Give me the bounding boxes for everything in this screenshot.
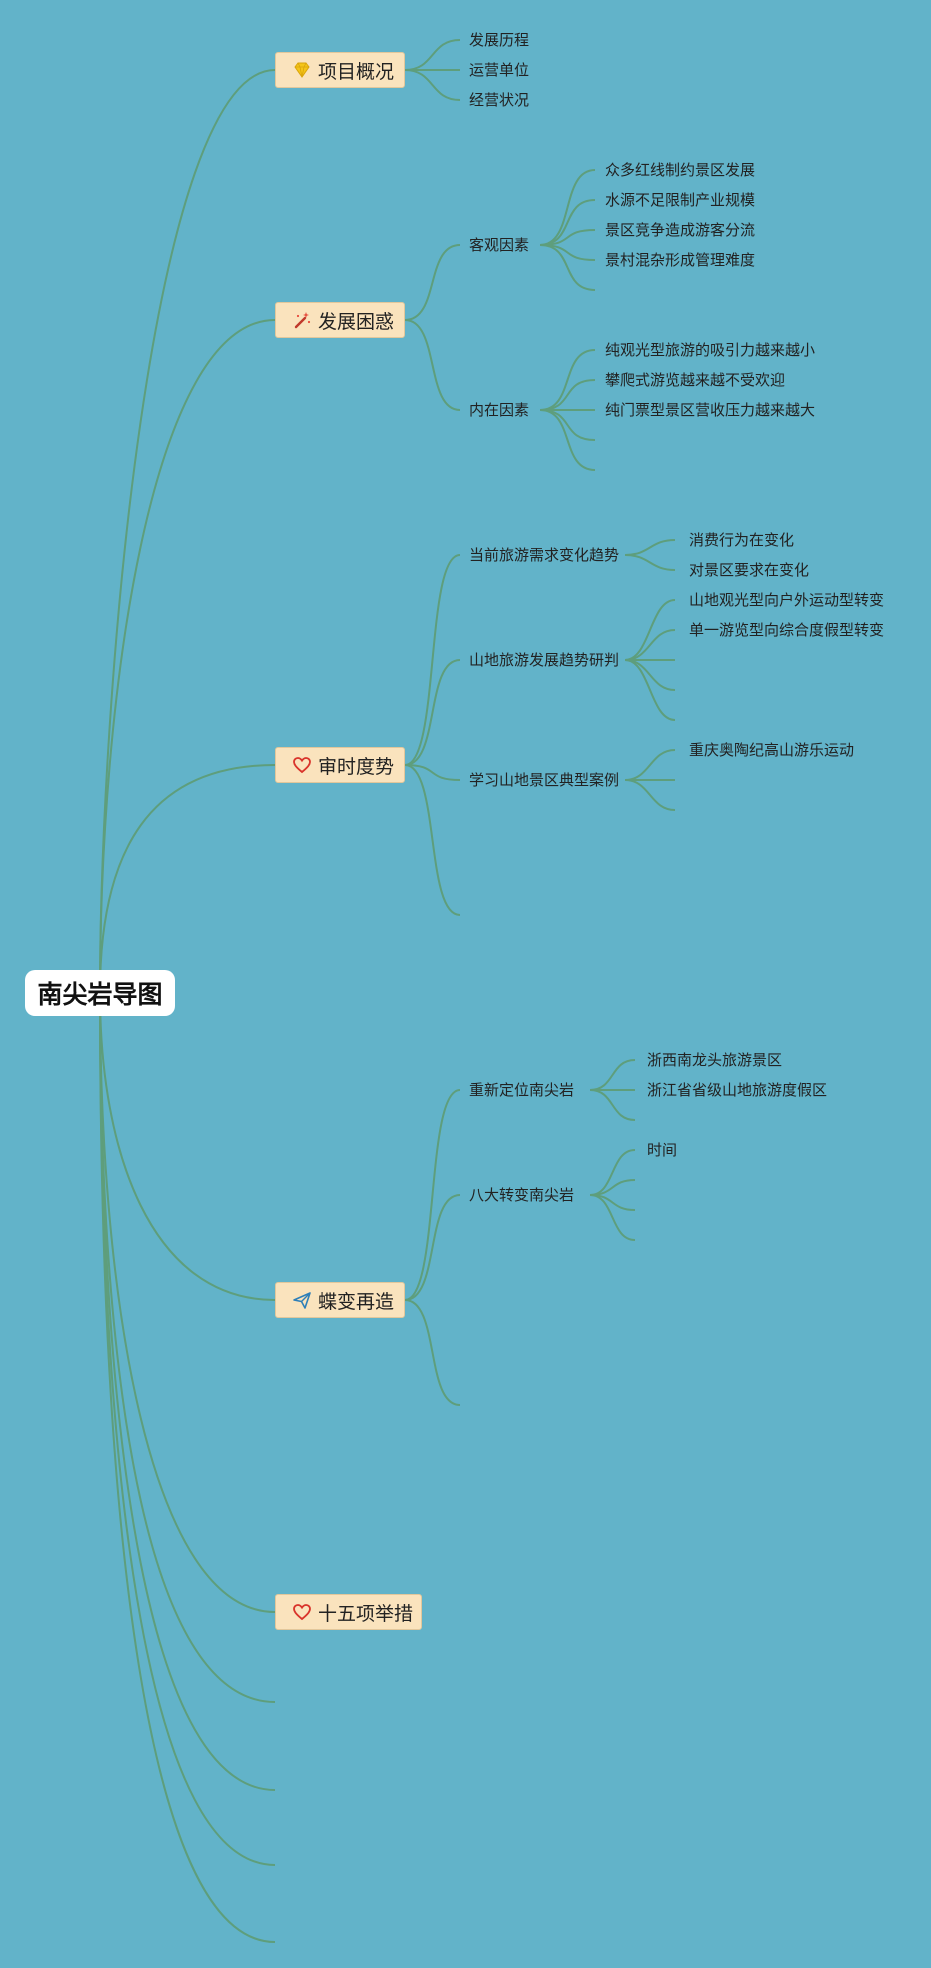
heart-icon — [292, 1602, 312, 1622]
link-b3-g2-extra3 — [624, 659, 676, 721]
link-root-b3 — [99, 764, 276, 994]
leaf-node[interactable]: 众多红线制约景区发展 — [605, 161, 756, 179]
group-node[interactable]: 客观因素 — [469, 236, 530, 254]
group-node[interactable]: 学习山地景区典型案例 — [469, 771, 620, 789]
link-b2-g2 — [404, 319, 461, 411]
link-b3-g2-c1 — [624, 599, 676, 661]
leaf-node[interactable]: 水源不足限制产业规模 — [605, 191, 756, 209]
branch-node-overview[interactable]: 项目概况 — [275, 52, 405, 88]
link-root-b5 — [99, 992, 276, 1613]
link-b4-g1-c1 — [589, 1059, 636, 1091]
leaf-node[interactable]: 山地观光型向户外运动型转变 — [689, 591, 885, 609]
group-node[interactable]: 内在因素 — [469, 401, 530, 419]
group-node[interactable]: 当前旅游需求变化趋势 — [469, 546, 620, 564]
leaf-node[interactable]: 消费行为在变化 — [689, 531, 795, 549]
root-node[interactable]: 南尖岩导图 — [25, 970, 175, 1016]
leaf-node[interactable]: 浙西南龙头旅游景区 — [647, 1051, 783, 1069]
leaf-node[interactable]: 重庆奥陶纪高山游乐运动 — [689, 741, 855, 759]
leaf-node[interactable]: 攀爬式游览越来越不受欢迎 — [605, 371, 786, 389]
link-b2-g2-extra1 — [539, 409, 596, 441]
link-b2-g2-c2 — [539, 379, 596, 411]
link-b4-extra — [404, 1299, 461, 1406]
link-b2-g1-extra — [539, 244, 596, 291]
branch-node-trends[interactable]: 审时度势 — [275, 747, 405, 783]
link-b3-g2-extra2 — [624, 659, 676, 691]
link-b3-g1-c2 — [624, 554, 676, 571]
link-b2-g1 — [404, 244, 461, 321]
heart-icon — [292, 755, 312, 775]
leaf-node[interactable]: 景区竞争造成游客分流 — [605, 221, 756, 239]
link-b3-g3-extra2 — [624, 779, 676, 811]
link-b1-c1 — [404, 39, 461, 71]
link-b2-g2-c1 — [539, 349, 596, 411]
branch-node-confusion[interactable]: 发展困惑 — [275, 302, 405, 338]
link-b2-g1-c2 — [539, 199, 596, 246]
link-b2-g1-c1 — [539, 169, 596, 246]
leaf-node[interactable]: 景村混杂形成管理难度 — [605, 251, 756, 269]
link-b3-g1-c1 — [624, 539, 676, 556]
link-b4-g2-extra3 — [589, 1194, 636, 1241]
branch-label: 审时度势 — [318, 755, 395, 778]
leaf-node[interactable]: 纯门票型景区营收压力越来越大 — [605, 401, 816, 419]
magic-wand-icon — [292, 310, 312, 330]
leaf-node[interactable]: 发展历程 — [469, 31, 530, 49]
link-root-extra-2 — [99, 992, 276, 1791]
leaf-node[interactable]: 单一游览型向综合度假型转变 — [689, 621, 885, 639]
link-b4-g1-extra — [589, 1089, 636, 1121]
link-b1-c3 — [404, 69, 461, 101]
link-b3-g3 — [404, 764, 461, 781]
send-icon — [292, 1290, 312, 1310]
leaf-node[interactable]: 经营状况 — [469, 91, 530, 109]
link-b3-g2 — [404, 659, 461, 766]
leaf-node[interactable]: 纯观光型旅游的吸引力越来越小 — [605, 341, 816, 359]
diamond-icon — [292, 60, 312, 80]
link-b3-g2-c2 — [624, 629, 676, 661]
group-node[interactable]: 八大转变南尖岩 — [469, 1186, 575, 1204]
link-b3-extra — [404, 764, 461, 916]
link-b4-g1 — [404, 1089, 461, 1301]
link-b3-g1 — [404, 554, 461, 766]
link-root-b4 — [99, 992, 276, 1301]
leaf-node[interactable]: 时间 — [647, 1141, 678, 1159]
link-b4-g2 — [404, 1194, 461, 1301]
link-root-b1 — [99, 69, 276, 994]
group-node[interactable]: 山地旅游发展趋势研判 — [469, 651, 620, 669]
leaf-node[interactable]: 运营单位 — [469, 61, 530, 79]
branch-label: 蝶变再造 — [318, 1290, 395, 1313]
link-root-extra-4 — [99, 992, 276, 1943]
leaf-node[interactable]: 浙江省省级山地旅游度假区 — [647, 1081, 828, 1099]
group-node[interactable]: 重新定位南尖岩 — [469, 1081, 575, 1099]
link-b2-g1-c4 — [539, 244, 596, 261]
link-b3-g3-c1 — [624, 749, 676, 781]
branch-label: 发展困惑 — [318, 310, 395, 333]
leaf-node[interactable]: 对景区要求在变化 — [689, 561, 810, 579]
link-root-b2 — [99, 319, 276, 994]
branch-label: 十五项举措 — [318, 1602, 414, 1625]
branch-label: 项目概况 — [318, 60, 395, 83]
branch-node-transform[interactable]: 蝶变再造 — [275, 1282, 405, 1318]
branch-node-measures[interactable]: 十五项举措 — [275, 1594, 422, 1630]
link-b2-g2-extra2 — [539, 409, 596, 471]
